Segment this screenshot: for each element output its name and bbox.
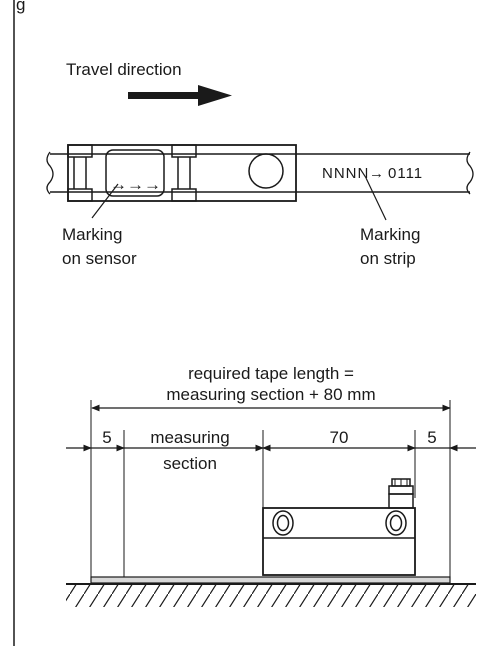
strip-value-text: 0111: [388, 165, 423, 182]
tape-length-title-line1: required tape length =: [188, 364, 354, 383]
label-sensor-line1: Marking: [62, 225, 122, 244]
dim-sensor-value: 70: [330, 428, 349, 447]
tape-length-title-line2: measuring section + 80 mm: [166, 385, 375, 404]
ground-hatching: [66, 585, 476, 607]
label-sensor-line2: on sensor: [62, 249, 137, 268]
dim-right-value: 5: [427, 428, 436, 447]
dim-measuring-line2: section: [163, 454, 217, 473]
label-strip-line1: Marking: [360, 225, 420, 244]
strip-code-text: NNNN: [322, 165, 369, 182]
top-partial-text: g: [16, 0, 25, 14]
travel-direction-arrow: [128, 85, 232, 106]
sensor-top-view: →→→: [67, 144, 297, 202]
label-strip-line2: on strip: [360, 249, 416, 268]
tape-strip: NNNN → 0111: [46, 151, 474, 195]
strip-arrow-glyph: →: [369, 165, 385, 182]
sensor-side-view: [262, 478, 416, 576]
figure-tape-length: required tape length = measuring section…: [66, 364, 476, 607]
strip-marking-leader: [365, 177, 387, 221]
figure-travel-direction: Travel direction NNNN → 0111: [46, 60, 474, 268]
sensor-marking-leader: [91, 183, 119, 219]
dim-left-value: 5: [102, 428, 111, 447]
tape-strip-side-view: [90, 576, 451, 584]
sensor-marking-glyph: →→→: [110, 175, 161, 194]
travel-direction-label: Travel direction: [66, 60, 182, 79]
dim-measuring-line1: measuring: [150, 428, 229, 447]
